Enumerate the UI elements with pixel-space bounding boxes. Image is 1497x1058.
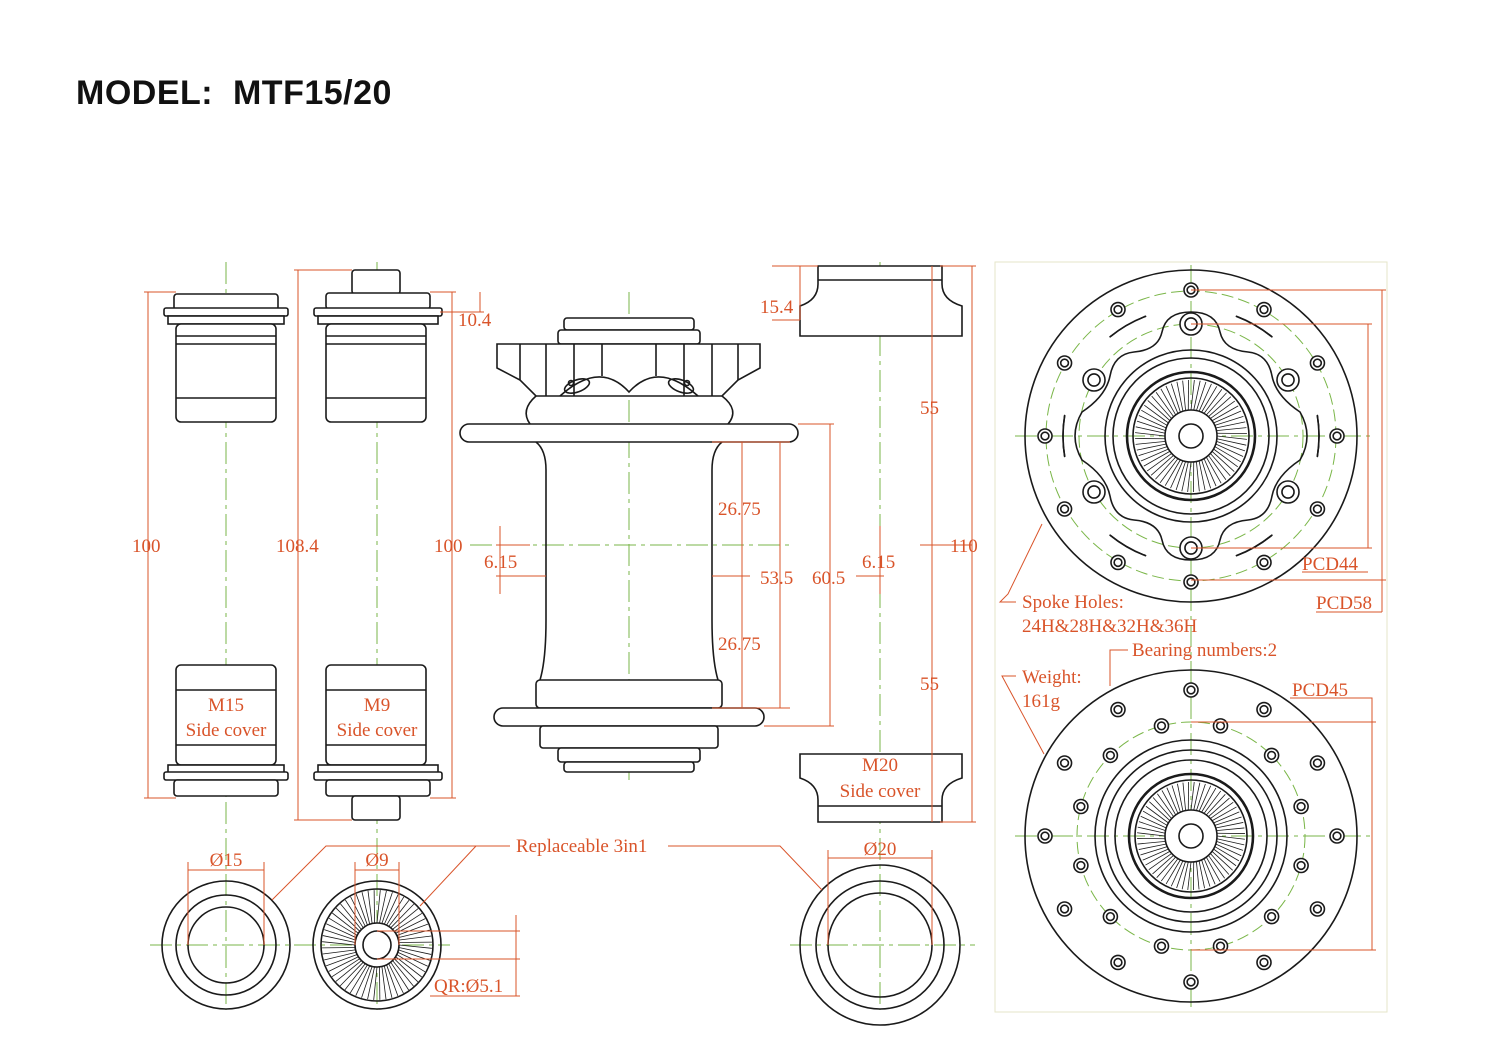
dim-15-4: 15.4	[760, 297, 794, 318]
m20-end-caps	[799, 265, 963, 823]
pcd44-label: PCD44	[1302, 554, 1358, 575]
dim-108-4: 108.4	[276, 536, 319, 557]
spoke-holes-label-line2: 24H&28H&32H&36H	[1022, 616, 1198, 637]
dia-9-label: Ø9	[365, 850, 388, 871]
weight-label-line2: 161g	[1022, 691, 1061, 712]
m20-label-line2: Side cover	[840, 781, 921, 802]
dimension-lines	[144, 265, 1386, 997]
pcd58-label: PCD58	[1316, 593, 1372, 614]
dim-60-5: 60.5	[812, 568, 845, 589]
dim-6-15-left: 6.15	[484, 552, 517, 573]
qr-label: QR:Ø5.1	[434, 976, 503, 997]
m9-label-line2: Side cover	[337, 720, 418, 741]
non-disc-side-front-view	[1024, 669, 1358, 1003]
m9-side-cover-side-view	[313, 269, 443, 821]
dim-26-75-bottom: 26.75	[718, 634, 761, 655]
dim-10-4: 10.4	[458, 310, 492, 331]
dim-26-75-top: 26.75	[718, 499, 761, 520]
m15-label-line2: Side cover	[186, 720, 267, 741]
dim-55-top: 55	[920, 398, 939, 419]
dim-53-5: 53.5	[760, 568, 793, 589]
dia-15-label: Ø15	[210, 850, 243, 871]
dia-20-label: Ø20	[864, 839, 897, 860]
dim-110: 110	[950, 536, 978, 557]
disc-side-front-view	[1024, 269, 1358, 603]
m15-label-line1: M15	[208, 695, 244, 716]
weight-label-line1: Weight:	[1022, 667, 1082, 688]
replaceable-label: Replaceable 3in1	[516, 836, 647, 857]
dim-100-mid: 100	[434, 536, 463, 557]
m9-label-line1: M9	[364, 695, 390, 716]
dim-6-15-right: 6.15	[862, 552, 895, 573]
spoke-holes-label-line1: Spoke Holes:	[1022, 592, 1124, 613]
hub-body-side-view	[459, 317, 799, 773]
front-view-frame	[994, 261, 1388, 1013]
bearing-numbers-label: Bearing numbers:2	[1132, 640, 1277, 661]
m15-side-cover-side-view	[163, 293, 289, 797]
m20-label-line1: M20	[862, 755, 898, 776]
dimension-texts: 15.4 10.4 55 55 110 100 108.4 100 6.15 6…	[132, 297, 1372, 997]
m9-end-view	[312, 880, 442, 1010]
dim-100-left: 100	[132, 536, 161, 557]
pcd45-label: PCD45	[1292, 680, 1348, 701]
dim-55-bottom: 55	[920, 674, 939, 695]
model-title: MODEL: MTF15/20	[76, 74, 392, 112]
